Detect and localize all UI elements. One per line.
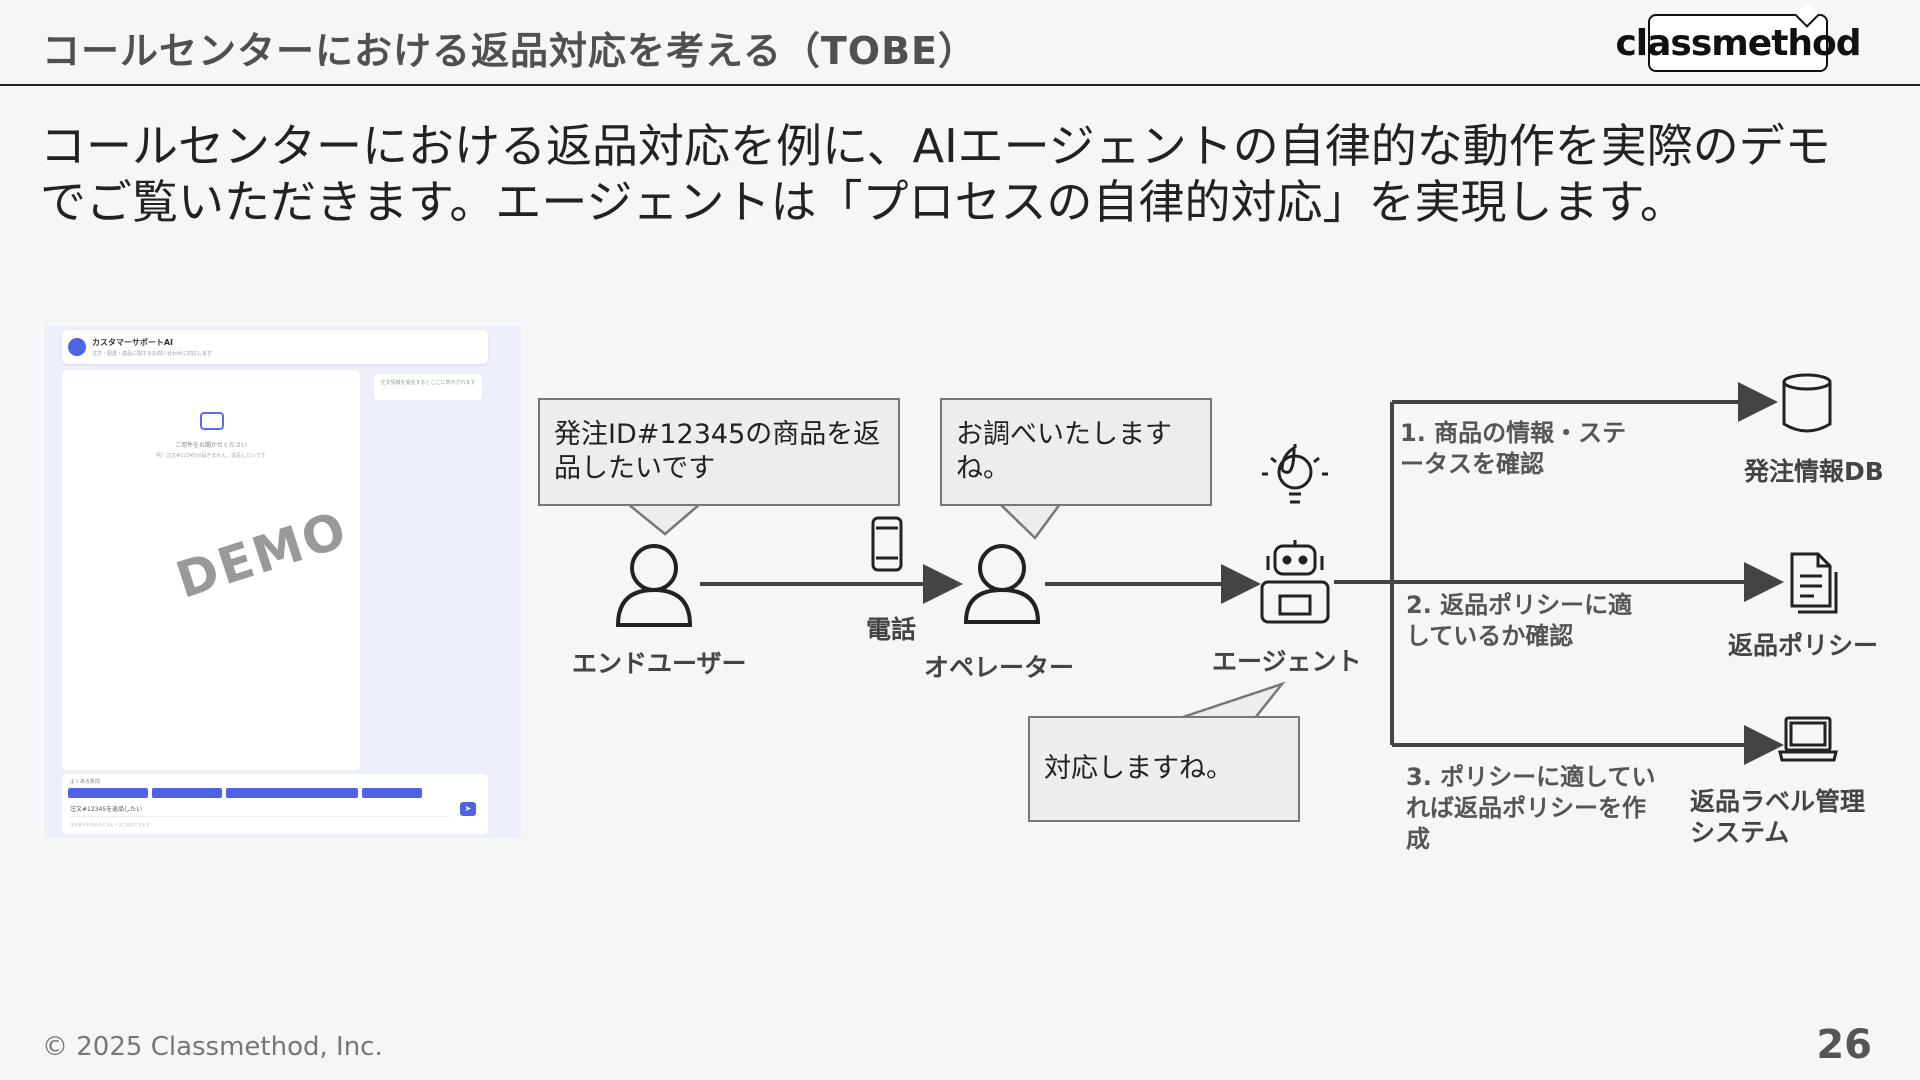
actor-user-label: エンドユーザー <box>572 644 747 680</box>
robot-agent-icon <box>1262 540 1328 622</box>
step-3: 3. ポリシーに適していれば返品ポリシーを作成 <box>1406 762 1656 855</box>
operator-icon <box>966 546 1038 622</box>
copyright: © 2025 Classmethod, Inc. <box>42 1032 383 1062</box>
laptop-icon <box>1780 718 1836 760</box>
bubble-agent: 対応しますね。 <box>1028 716 1300 822</box>
target-policy-label: 返品ポリシー <box>1728 626 1878 662</box>
bubble-agent-text: 対応しますね。 <box>1044 753 1233 784</box>
actor-agent-label: エージェント <box>1212 642 1362 678</box>
target-db-label: 発注情報DB <box>1744 452 1884 488</box>
step-1: 1. 商品の情報・ステータスを確認 <box>1400 418 1630 480</box>
database-icon <box>1784 375 1830 431</box>
phone-label: 電話 <box>866 610 916 646</box>
document-icon <box>1792 554 1836 612</box>
page-number: 26 <box>1816 1022 1872 1068</box>
bubble-user-text: 発注ID#12345の商品を返品したいです <box>554 419 880 484</box>
lightbulb-icon <box>1262 444 1328 502</box>
user-icon <box>618 546 690 625</box>
bubble-user: 発注ID#12345の商品を返品したいです <box>538 398 900 506</box>
bubble-operator: お調べいたしますね。 <box>940 398 1212 506</box>
bubble-tail-operator <box>1000 504 1060 538</box>
bubble-operator-text: お調べいたしますね。 <box>956 419 1172 484</box>
phone-icon <box>873 518 901 570</box>
bubble-tail-user <box>628 504 700 534</box>
step-2: 2. 返品ポリシーに適しているか確認 <box>1406 590 1656 652</box>
bubble-tail-agent <box>1180 684 1282 718</box>
target-label-system-label: 返品ラベル管理システム <box>1690 786 1880 848</box>
actor-operator-label: オペレーター <box>924 648 1074 684</box>
